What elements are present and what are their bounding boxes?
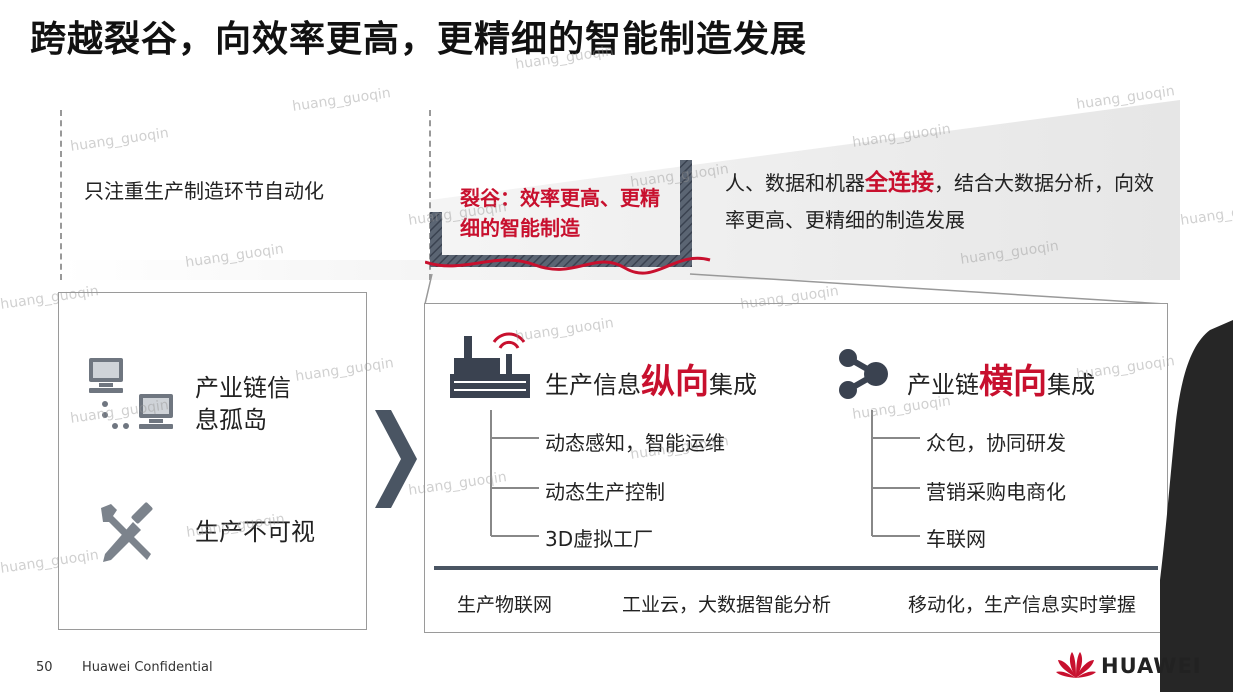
slide-title: 跨越裂谷，向效率更高，更精细的智能制造发展	[30, 19, 808, 60]
horizontal-head-emphasis: 横向	[979, 362, 1047, 402]
chevron-right-icon	[375, 410, 417, 508]
mobile-label: 移动化，生产信息实时掌握	[908, 594, 1137, 616]
horizontal-item: 众包，协同研发	[926, 431, 1066, 455]
huawei-logo-icon	[1056, 652, 1096, 678]
wrench-screwdriver-icon	[101, 502, 153, 562]
vertical-head-a: 生产信息	[545, 371, 641, 399]
dashed-guide-mid	[429, 110, 431, 280]
confidential-label: Huawei Confidential	[82, 660, 213, 675]
canyon-shape	[425, 160, 711, 275]
factory-wireless-icon	[450, 332, 530, 398]
vertical-head-b: 集成	[709, 371, 757, 399]
vertical-item: 3D虚拟工厂	[545, 527, 654, 551]
vertical-tree-lines	[490, 410, 539, 537]
iot-label: 生产物联网	[457, 594, 553, 616]
full-connection-text: 人、数据和机器全连接，结合大数据分析，向效率更高、更精细的制造发展	[725, 165, 1155, 239]
connection-text-b: ，结合大数据分析，向效率更高、更精细的制造发展	[725, 171, 1154, 232]
info-island-label: 产业链信息孤岛	[195, 374, 291, 434]
info-island-text: 产业链信息孤岛	[195, 372, 295, 436]
transition-band	[60, 100, 1180, 280]
horizontal-integration-heading: 产业链横向集成	[907, 354, 1095, 403]
platform-divider	[434, 566, 1158, 570]
brand-name: HUAWEI	[1101, 654, 1202, 678]
horizontal-item: 营销采购电商化	[926, 480, 1066, 504]
vertical-item: 动态感知，智能运维	[545, 431, 725, 455]
current-state-box	[58, 292, 367, 630]
canyon-label: 裂谷：效率更高、更精细的智能制造	[460, 186, 660, 240]
vertical-item: 动态生产控制	[545, 480, 665, 504]
cloud-analytics-label: 工业云，大数据智能分析	[622, 594, 832, 616]
dashed-guide-left	[60, 110, 62, 280]
connection-emphasis: 全连接	[865, 170, 934, 196]
horizontal-tree-lines	[871, 410, 920, 537]
share-nodes-icon	[839, 349, 888, 399]
page-number: 50	[36, 660, 53, 675]
vertical-integration-heading: 生产信息纵向集成	[545, 354, 757, 403]
watermark: huang_guoqin	[1179, 199, 1233, 229]
presenter-silhouette	[1160, 320, 1233, 692]
invisible-production-text: 生产不可视	[195, 518, 315, 546]
future-state-box	[424, 303, 1168, 633]
automation-text: 只注重生产制造环节自动化	[84, 179, 324, 203]
horizontal-item: 车联网	[926, 527, 986, 551]
vertical-head-emphasis: 纵向	[641, 362, 709, 402]
horizontal-head-b: 集成	[1047, 371, 1095, 399]
horizontal-head-a: 产业链	[907, 371, 979, 399]
computer-network-icon	[89, 358, 173, 429]
connection-text-a: 人、数据和机器	[725, 171, 865, 195]
